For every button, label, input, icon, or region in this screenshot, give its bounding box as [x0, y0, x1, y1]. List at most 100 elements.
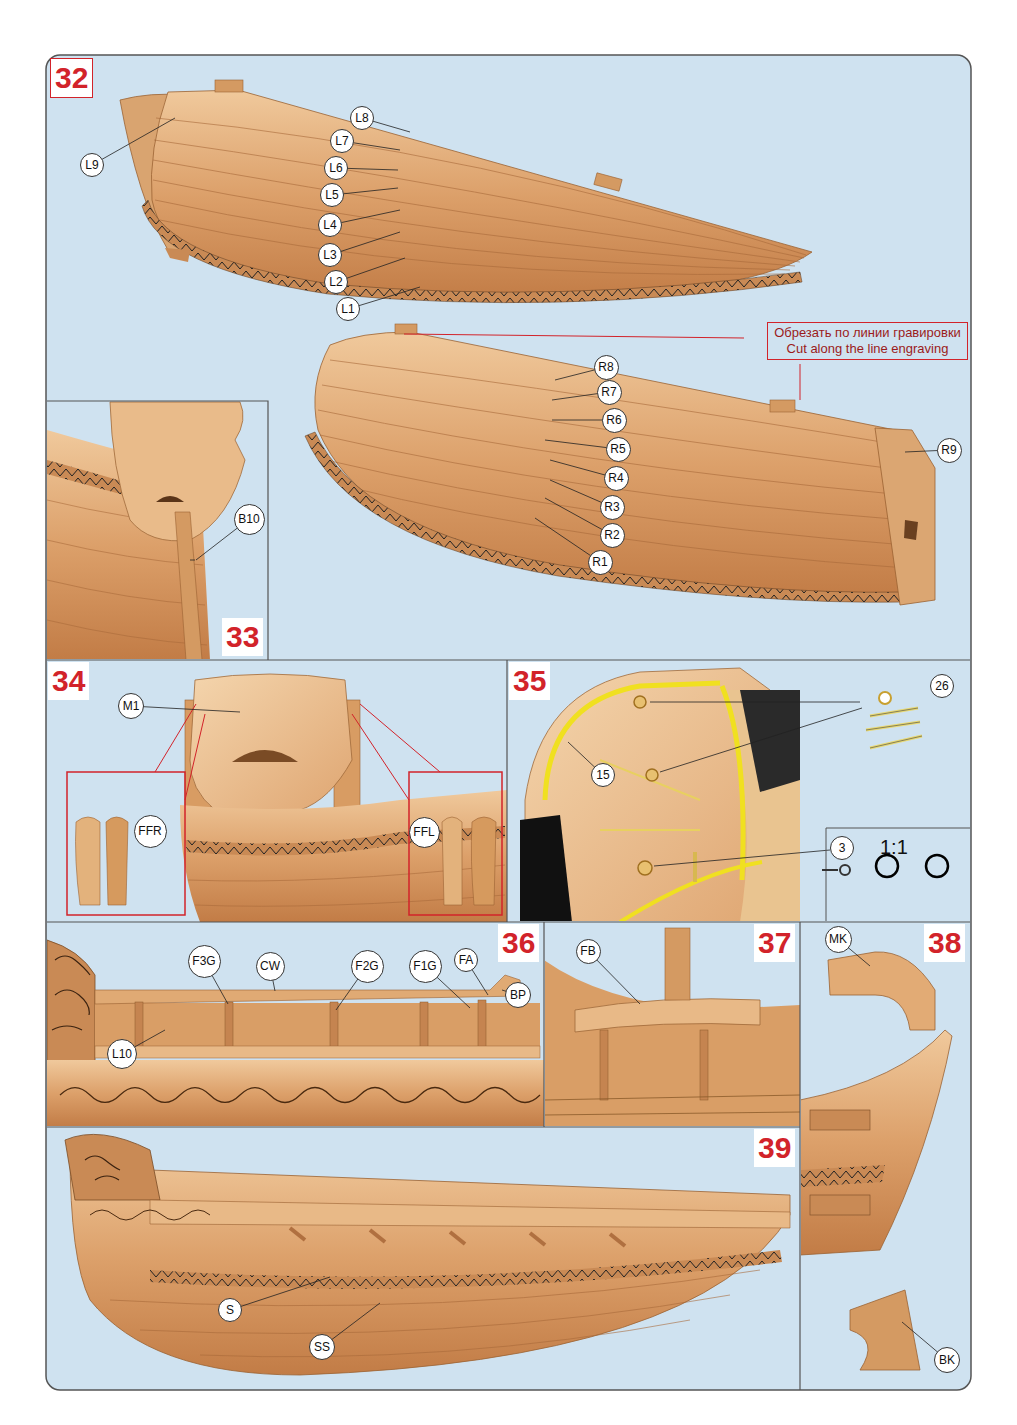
frames-step-part	[47, 1060, 544, 1126]
callout-label: R9	[941, 443, 956, 457]
frames-step-part	[95, 1003, 540, 1048]
callout-label: L6	[329, 161, 342, 175]
panel-borders-part	[799, 922, 800, 1390]
step-panel: 37 FB	[544, 922, 800, 1127]
transom-fittings-part	[693, 852, 697, 882]
callout-circle: FB	[576, 939, 601, 964]
callout-circle: R4	[604, 466, 629, 491]
transom-fittings-part	[876, 855, 898, 877]
page-ground	[46, 55, 971, 1390]
bench-step-part-part	[600, 1030, 608, 1100]
frames-step-part	[135, 1000, 486, 1047]
callout-label: R2	[604, 528, 619, 542]
transom-step-part	[409, 772, 502, 915]
finished-hull-part	[90, 1210, 210, 1220]
transom-fittings-part	[568, 702, 862, 866]
callout-label: R3	[604, 500, 619, 514]
callout-circle: BP	[505, 982, 531, 1008]
cut-note: Cut along the line engraving	[774, 341, 961, 357]
callout-label: BP	[510, 988, 526, 1002]
bench-step-part	[665, 928, 690, 1000]
hull-right-side-part-part	[318, 410, 904, 495]
finished-hull-part-part	[530, 1233, 545, 1245]
callout-label: FA	[459, 953, 474, 967]
transom-fittings-part	[840, 865, 850, 875]
panel-borders-part	[47, 921, 970, 922]
callout-circle: L1	[336, 297, 360, 321]
transom-fittings-part	[866, 708, 922, 748]
callout-circle: L5	[320, 183, 344, 207]
transom-step-part	[180, 790, 507, 922]
step-number: 37	[754, 924, 795, 962]
finished-hull-part	[230, 1277, 380, 1347]
callout-label: L1	[341, 302, 354, 316]
callout-label: L10	[112, 1047, 132, 1061]
callout-circle: L6	[324, 156, 348, 180]
callout-circle: L9	[80, 153, 104, 177]
transom-step-part	[471, 817, 496, 905]
step-number: 36	[498, 924, 539, 962]
hull-left-side-part-part	[160, 220, 785, 275]
callout-label: R8	[598, 360, 613, 374]
panel-borders-part	[506, 660, 507, 922]
callout-circle: F2G	[351, 950, 384, 983]
bow-step-part	[810, 1110, 870, 1130]
callout-label: S	[226, 1303, 234, 1317]
callout-circle: FFL	[409, 817, 440, 848]
callout-circle: L3	[318, 243, 342, 267]
callout-circle: MK	[825, 926, 852, 953]
frames-step-part-part	[478, 1000, 486, 1047]
transom-fittings-part	[634, 696, 646, 708]
hull-right-side-part	[875, 428, 935, 605]
callout-label: MK	[829, 932, 847, 946]
frames-step-part	[95, 975, 522, 1004]
panel-borders	[47, 401, 970, 1390]
hull-left-side-part	[215, 80, 243, 92]
hull-left-side-part-part	[153, 160, 800, 262]
frames-step-part	[60, 1088, 540, 1103]
bow-step-part	[828, 952, 935, 1030]
transom-step-part	[76, 817, 101, 905]
callout-label: R7	[601, 385, 616, 399]
finished-hull-part-part	[370, 1230, 385, 1242]
frames-step-part	[95, 1046, 540, 1058]
transom-fittings-part	[826, 828, 970, 921]
transom-step	[67, 674, 507, 922]
callout-label: F1G	[413, 959, 436, 973]
stern-detail-part-part	[47, 620, 207, 645]
hull-left-side-part-part	[156, 118, 806, 255]
stern-detail-part	[190, 560, 195, 561]
transom-step-part	[442, 817, 462, 905]
panel-borders-part	[47, 1126, 800, 1127]
frames-step	[47, 940, 544, 1126]
callout-circle: L4	[318, 213, 342, 237]
transom-fittings-part	[740, 690, 800, 792]
step-panel: 36F3GCWF2GF1GFABPL10	[47, 922, 544, 1127]
page-ground-part	[46, 55, 971, 1390]
step-panel: 38MKBK	[800, 922, 970, 1390]
panel-borders-part	[47, 659, 970, 660]
hull-right-side-part	[904, 520, 918, 540]
transom-step-part	[190, 674, 352, 810]
frames-step-part-part	[420, 1002, 428, 1047]
transom-fittings-part	[646, 769, 658, 781]
hull-right-side-part-part	[322, 385, 902, 470]
callout-circle: 26	[930, 674, 954, 698]
bow-step-part	[801, 1030, 952, 1255]
callout-circle: S	[218, 1298, 242, 1322]
bench-step-part	[600, 1030, 708, 1100]
step-panel: 34M1FFRFFL	[47, 660, 507, 922]
transom-step-part	[106, 817, 128, 905]
step-number: 32	[50, 58, 93, 98]
callout-label: 15	[596, 768, 609, 782]
hull-right-side-part-part	[340, 485, 906, 568]
callout-label: L2	[329, 275, 342, 289]
callout-circle: 15	[591, 763, 615, 787]
callout-circle: R3	[600, 495, 625, 520]
callout-circle: L8	[350, 106, 374, 130]
callout-circle: L7	[330, 129, 354, 153]
hull-left-side	[120, 80, 812, 303]
step-panel: 39SSS	[47, 1127, 800, 1390]
finished-hull-part-part	[450, 1232, 465, 1244]
